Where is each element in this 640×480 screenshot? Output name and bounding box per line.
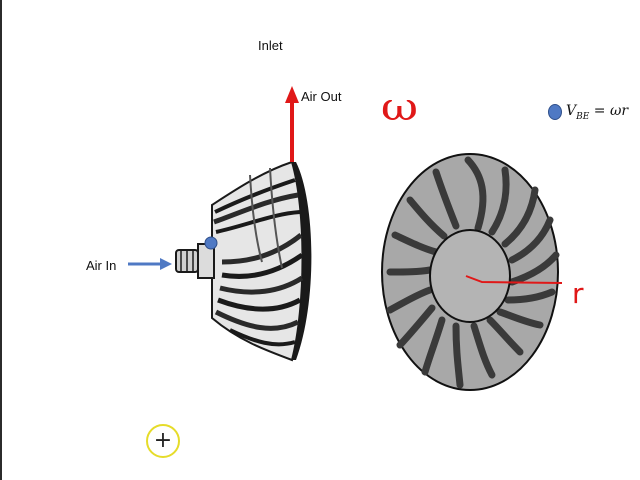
wheel-front-view <box>381 153 563 391</box>
formula-dot-icon <box>548 104 562 120</box>
marker-dot <box>204 236 218 250</box>
air-in-arrow <box>128 258 172 270</box>
air-out-arrow <box>285 86 299 162</box>
crosshair-cursor-icon: + <box>146 424 180 458</box>
slide-left-border <box>0 0 2 480</box>
impeller-side-view <box>175 160 312 362</box>
formula-v: V <box>566 102 577 119</box>
air-out-label: Air Out <box>301 89 342 104</box>
air-in-label: Air In <box>86 258 117 273</box>
velocity-formula: VBE = ωr <box>548 103 628 121</box>
formula-subscript: BE <box>576 111 590 122</box>
radius-handwritten: r <box>572 277 584 310</box>
inlet-title: Inlet <box>258 38 283 53</box>
formula-text: VBE = ωr <box>566 103 628 122</box>
formula-rhs: = ωr <box>589 102 629 119</box>
plus-icon: + <box>153 428 173 453</box>
omega-handwritten: ω <box>380 85 419 129</box>
